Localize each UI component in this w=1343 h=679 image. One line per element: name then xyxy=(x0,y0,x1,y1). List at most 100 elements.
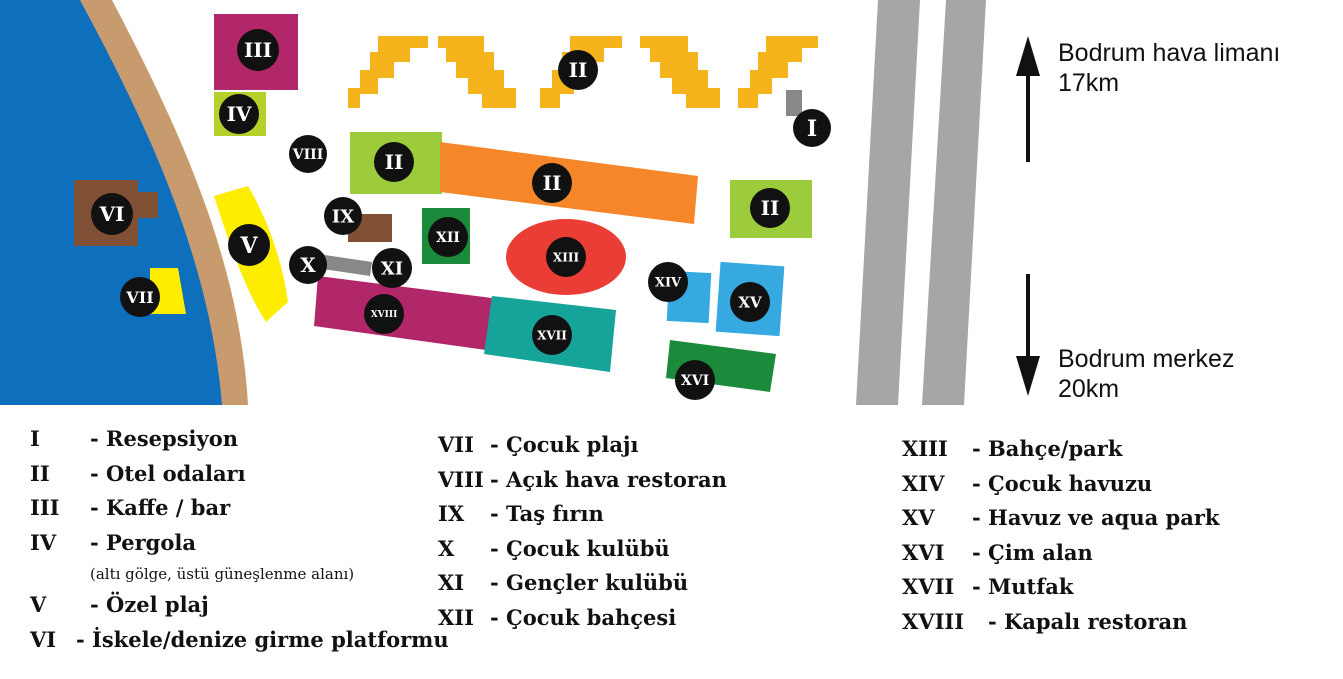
map-badge-label: I xyxy=(807,116,817,142)
legend-number: VI xyxy=(30,626,57,652)
legend-number: XVIII xyxy=(902,608,965,634)
legend-item: III- Kaffe / bar xyxy=(30,491,430,526)
map-badge-label: III xyxy=(244,38,272,62)
map-badge-circle xyxy=(532,315,572,355)
map-badge-circle xyxy=(730,282,770,322)
map-badge-xiv: XIV xyxy=(648,262,688,302)
road-lane-left xyxy=(856,0,920,405)
legend-label: - Resepsiyon xyxy=(90,426,238,451)
map-badge-xvii: XVII xyxy=(532,315,572,355)
legend-label: - Çocuk havuzu xyxy=(972,470,1153,496)
map-badge-xi: XI xyxy=(372,248,412,288)
legend-number: XII xyxy=(438,604,474,630)
map-badge-label: XI xyxy=(381,258,403,279)
map-badge-ii: II xyxy=(532,163,572,203)
map-badge-circle xyxy=(289,135,327,173)
map-badge-circle xyxy=(228,224,270,266)
legend-column-3: XIII- Bahçe/park XIV- Çocuk havuzu XV- H… xyxy=(902,432,1219,640)
direction-center-name: Bodrum merkez xyxy=(1058,345,1235,373)
map-badge-label: XVII xyxy=(537,328,567,342)
legend-label: - Çocuk plajı xyxy=(490,432,639,457)
legend-number: XIII xyxy=(902,436,948,461)
hotel-block-5 xyxy=(738,36,818,108)
map-badge-label: XVI xyxy=(681,373,709,389)
kids-club-building xyxy=(316,254,372,276)
map-badge-circle xyxy=(558,50,598,90)
legend-item: IV- Pergola xyxy=(30,526,430,561)
legend-item: XII - Çocuk bahçesi xyxy=(438,601,738,636)
legend-number: I xyxy=(30,426,40,451)
map-badge-label: VII xyxy=(125,288,153,307)
map-badge-vi: VI xyxy=(91,193,133,235)
legend-number: IX xyxy=(438,501,465,526)
legend-number: VIII xyxy=(438,466,484,492)
legend-number: III xyxy=(30,495,60,520)
map-badge-circle xyxy=(793,109,831,147)
legend-label: - Çocuk bahçesi xyxy=(490,604,677,630)
legend-item: VII- Çocuk plajı xyxy=(438,428,738,463)
legend-label: - Kapalı restoran xyxy=(988,608,1188,634)
legend-label: - Özel plaj xyxy=(90,592,209,617)
map-badge-ii: II xyxy=(374,142,414,182)
legend-number: XV xyxy=(902,505,935,530)
legend-label: - Gençler kulübü xyxy=(490,570,689,595)
map-badge-label: II xyxy=(543,171,562,195)
map-badge-viii: VIII xyxy=(289,135,327,173)
map-badge-label: XIV xyxy=(655,276,682,291)
legend-item: I - Resepsiyon xyxy=(30,422,430,457)
hotel-block-1 xyxy=(348,36,428,108)
legend-item: XVIII - Kapalı restoran xyxy=(902,605,1202,640)
legend-item: XVI - Çim alan xyxy=(902,536,1202,571)
legend-label: - İskele/denize girme platformu xyxy=(76,626,449,652)
legend-label: - Açık hava restoran xyxy=(490,466,727,492)
legend-label: - Havuz ve aqua park xyxy=(972,505,1220,530)
hotel-block-2 xyxy=(438,36,516,108)
legend-item: XI - Gençler kulübü xyxy=(438,566,738,601)
legend-number: XI xyxy=(438,570,465,595)
legend-label: - Çocuk kulübü xyxy=(490,535,670,561)
legend-item: XIV- Çocuk havuzu xyxy=(902,467,1202,502)
legend-item: V- Özel plaj xyxy=(30,588,430,623)
map-badge-circle xyxy=(364,294,404,334)
legend-item: IX - Taş fırın xyxy=(438,497,738,532)
map-badge-label: IX xyxy=(332,206,354,227)
map-badge-vii: VII xyxy=(120,277,160,317)
legend-column-1: I- Resepsiyon II- Otel odaları III- Kaff… xyxy=(30,422,449,657)
map-badge-iv: IV xyxy=(219,94,259,134)
road-lane-right xyxy=(922,0,986,405)
map-badge-v: V xyxy=(228,224,270,266)
map-badge-circle xyxy=(750,188,790,228)
map-badge-xv: XV xyxy=(730,282,770,322)
map-badge-label: II xyxy=(569,58,588,82)
map-badge-circle xyxy=(91,193,133,235)
legend-label: - Taş fırın xyxy=(490,501,604,526)
map-badge-label: VI xyxy=(99,202,125,226)
map-badge-circle xyxy=(120,277,160,317)
legend-label: - Pergola xyxy=(90,529,196,555)
map-badge-circle xyxy=(428,217,468,257)
reception-building xyxy=(786,90,802,116)
map-badge-label: XIII xyxy=(553,250,580,264)
map-badge-circle xyxy=(532,163,572,203)
hotel-block-4 xyxy=(640,36,720,108)
map-badge-circle xyxy=(374,142,414,182)
map-badge-iii: III xyxy=(237,29,279,71)
map-badge-label: VIII xyxy=(292,147,324,163)
direction-center-distance: 20km xyxy=(1058,375,1120,403)
legend-item: VIII- Açık hava restoran xyxy=(438,463,738,498)
map-badge-label: XVIII xyxy=(371,310,398,320)
legend-label: - Çim alan xyxy=(972,539,1093,565)
legend-label: - Mutfak xyxy=(972,574,1074,599)
legend-item: XVII- Mutfak xyxy=(902,570,1202,605)
legend-number: XVI xyxy=(902,539,945,565)
legend-item: X - Çocuk kulübü xyxy=(438,532,738,567)
sand-shoreline xyxy=(80,0,248,405)
map-badge-i: I xyxy=(793,109,831,147)
map-badge-ix: IX xyxy=(324,197,362,235)
direction-center: Bodrum merkez 20km xyxy=(1058,344,1234,404)
map-badge-circle xyxy=(219,94,259,134)
map-badge-circle xyxy=(648,262,688,302)
legend-number: X xyxy=(438,535,455,561)
